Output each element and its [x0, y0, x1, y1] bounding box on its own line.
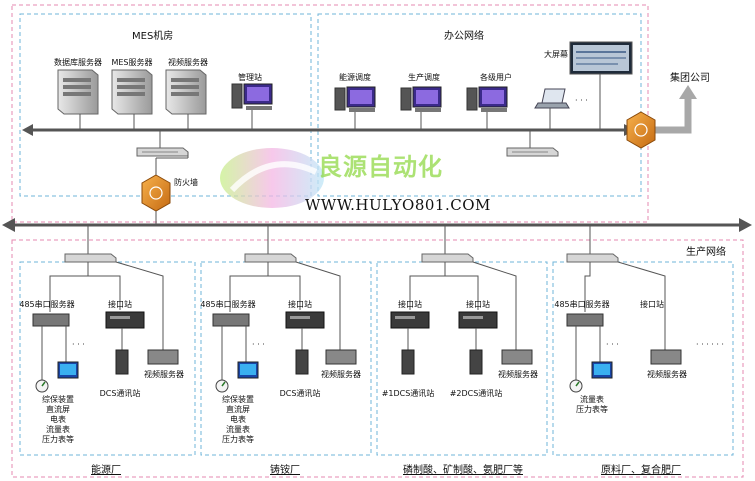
f2-device-2: 直流屏 — [226, 405, 250, 414]
production-backbone — [2, 218, 752, 232]
watermark-swoosh — [229, 161, 318, 193]
f1-device-2: 直流屏 — [46, 405, 70, 414]
production-network-box — [11, 239, 744, 478]
f4-serial-server-label: 485串口服务器 — [554, 300, 610, 309]
f1-interface-station-label: 接口站 — [108, 300, 132, 309]
f2-device-5: 压力表等 — [222, 435, 254, 444]
f2-dcs-station-label: DCS通讯站 — [279, 389, 321, 398]
laptop-icon — [534, 88, 570, 130]
office-dots: · · · — [575, 96, 588, 105]
office-switch-icon — [506, 130, 559, 157]
factory-3-name: 磷制酸、矿制酸、氨肥厂等 — [403, 465, 523, 476]
watermark-url: WWW.HULYO801.COM — [305, 196, 491, 214]
factory-3-devices — [390, 261, 533, 375]
f3-video-server-label: 视频服务器 — [498, 370, 538, 379]
mes-server-icon — [111, 69, 153, 130]
f3-interface-station-1-label: 接口站 — [398, 300, 422, 309]
database-server-icon — [57, 69, 99, 130]
firewall-label: 防火墙 — [174, 178, 198, 187]
trailing-dots: · · · · · · — [696, 340, 724, 349]
production-switches — [64, 225, 619, 263]
f4-interface-station-label: 接口站 — [640, 300, 664, 309]
factory-2-devices — [212, 261, 357, 393]
management-station-icon — [231, 83, 273, 130]
top-outer-box — [11, 4, 649, 223]
group-company-label: 集团公司 — [670, 73, 710, 84]
f4-dots: · · · — [606, 340, 619, 349]
mes-room-title: MES机房 — [132, 31, 174, 42]
f2-device-1: 综保装置 — [222, 395, 254, 404]
f3-dcs-station-1-label: #1DCS通讯站 — [381, 389, 435, 398]
f1-dots: · · · — [72, 340, 85, 349]
f1-video-server-label: 视频服务器 — [144, 370, 184, 379]
f2-video-server-label: 视频服务器 — [321, 370, 361, 379]
f2-device-4: 流量表 — [226, 425, 250, 434]
factory-1-devices — [32, 261, 179, 393]
big-screen-icon — [569, 41, 633, 130]
energy-dispatch-icon — [334, 86, 376, 130]
watermark-brand: 良源自动化 — [318, 153, 443, 181]
factory-2-name: 铸铵厂 — [270, 465, 300, 476]
mes-server-label: MES服务器 — [111, 58, 153, 67]
user-workstation-icon — [466, 86, 508, 130]
management-station-label: 管理站 — [238, 73, 262, 82]
mes-server-group — [57, 69, 207, 130]
database-server-label: 数据库服务器 — [54, 58, 102, 67]
f4-video-server-label: 视频服务器 — [647, 370, 687, 379]
f1-device-list: 综保装置 直流屏 电表 流量表 压力表等 — [42, 395, 74, 445]
big-screen-label: 大屏幕 — [544, 50, 568, 59]
firewall-office-icon — [626, 111, 656, 149]
f1-device-3: 电表 — [50, 415, 66, 424]
upper-backbone — [22, 124, 635, 136]
f1-dcs-station-label: DCS通讯站 — [99, 389, 141, 398]
factory-box-4 — [552, 261, 734, 456]
office-network-box — [317, 13, 642, 197]
f4-device-list: 流量表 压力表等 — [576, 395, 608, 415]
energy-dispatch-label: 能源调度 — [339, 73, 371, 82]
f3-dcs-station-2-label: #2DCS通讯站 — [449, 389, 503, 398]
group-company-arrowhead — [679, 85, 697, 99]
production-network-title: 生产网络 — [686, 247, 726, 258]
group-company-arrow — [655, 97, 692, 134]
f4-device-2: 压力表等 — [576, 405, 608, 414]
mes-switch-icon — [136, 130, 189, 157]
production-dispatch-label: 生产调度 — [408, 73, 440, 82]
f1-serial-server-label: 485串口服务器 — [19, 300, 75, 309]
firewall-main-icon — [141, 174, 171, 212]
user-workstation-label: 各级用户 — [480, 73, 512, 82]
factory-4-name: 原料厂、复合肥厂 — [601, 465, 681, 476]
f2-device-3: 电表 — [230, 415, 246, 424]
f1-device-4: 流量表 — [46, 425, 70, 434]
f2-serial-server-label: 485串口服务器 — [200, 300, 256, 309]
factory-4-devices — [566, 261, 682, 393]
f2-device-list: 综保装置 直流屏 电表 流量表 压力表等 — [222, 395, 254, 445]
f2-dots: · · · — [252, 340, 265, 349]
f2-interface-station-label: 接口站 — [288, 300, 312, 309]
f3-interface-station-2-label: 接口站 — [466, 300, 490, 309]
video-server-top-icon — [165, 69, 207, 130]
video-server-top-label: 视频服务器 — [168, 58, 208, 67]
f4-device-1: 流量表 — [580, 395, 604, 404]
f1-device-5: 压力表等 — [42, 435, 74, 444]
office-network-title: 办公网络 — [444, 31, 484, 42]
f1-device-1: 综保装置 — [42, 395, 74, 404]
factory-1-name: 能源厂 — [91, 465, 121, 476]
production-dispatch-icon — [400, 86, 442, 130]
